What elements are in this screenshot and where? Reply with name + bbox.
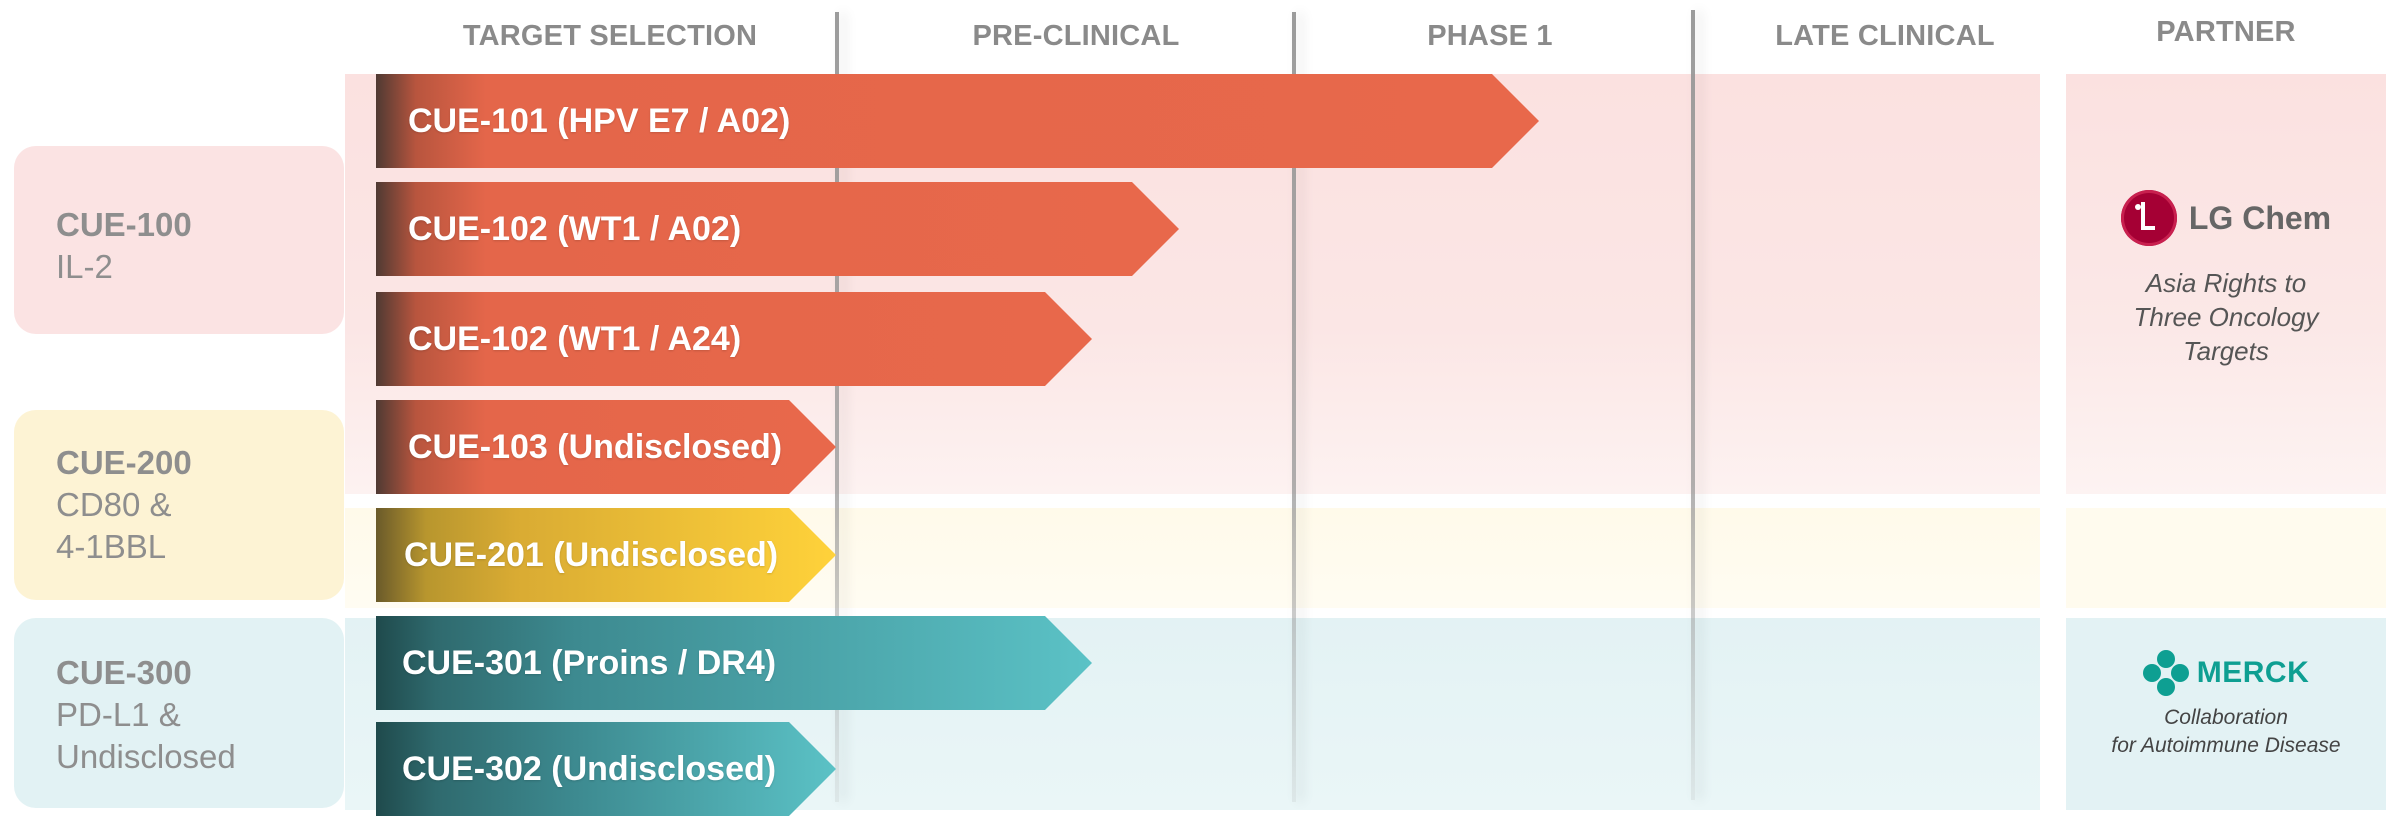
platform-name: CUE-200 bbox=[56, 444, 192, 481]
partner-band-blank bbox=[2066, 508, 2386, 608]
platform-description: Undisclosed bbox=[56, 738, 236, 775]
program-arrow-cue-101: CUE-101 (HPV E7 / A02) bbox=[376, 74, 1539, 168]
column-header-late-clinical: LATE CLINICAL bbox=[1775, 20, 1995, 52]
platform-tab-cue-100 bbox=[14, 146, 344, 334]
column-header-partner: PARTNER bbox=[2156, 16, 2296, 48]
program-arrow-cue-102-a02: CUE-102 (WT1 / A02) bbox=[376, 182, 1179, 276]
column-divider bbox=[835, 12, 839, 802]
program-label: CUE-102 (WT1 / A24) bbox=[408, 319, 742, 358]
program-label: CUE-301 (Proins / DR4) bbox=[402, 643, 777, 682]
program-arrow-cue-201: CUE-201 (Undisclosed) bbox=[376, 508, 836, 602]
program-label: CUE-201 (Undisclosed) bbox=[404, 535, 779, 574]
platform-tab-cue-200 bbox=[14, 410, 344, 600]
platform-description: CD80 & bbox=[56, 486, 172, 523]
partner-logo-row: MERCK bbox=[2066, 650, 2386, 696]
program-label: CUE-102 (WT1 / A02) bbox=[408, 209, 742, 248]
lg-logo-icon bbox=[2120, 190, 2177, 246]
partner-band-lg bbox=[2066, 74, 2386, 494]
program-arrow-cue-301: CUE-301 (Proins / DR4) bbox=[376, 616, 1092, 710]
platform-name: CUE-100 bbox=[56, 206, 192, 243]
program-label: CUE-302 (Undisclosed) bbox=[402, 749, 777, 788]
platform-description: IL-2 bbox=[56, 248, 113, 285]
column-header-target-selection: TARGET SELECTION bbox=[462, 20, 758, 52]
platform-description: PD-L1 & bbox=[56, 696, 181, 733]
column-divider bbox=[1691, 10, 1695, 800]
platform-label-cue-200: CUE-200 CD80 & 4-1BBL bbox=[56, 442, 192, 568]
partner-band-merck bbox=[2066, 618, 2386, 810]
partner-note: Targets bbox=[2183, 336, 2269, 366]
column-header-phase-1: PHASE 1 bbox=[1427, 20, 1553, 52]
merck-logo-icon bbox=[2142, 650, 2189, 696]
platform-label-cue-300: CUE-300 PD-L1 & Undisclosed bbox=[56, 652, 236, 778]
column-divider bbox=[1292, 12, 1296, 802]
program-arrow-cue-102-a24: CUE-102 (WT1 / A24) bbox=[376, 292, 1092, 386]
column-header-pre-clinical: PRE-CLINICAL bbox=[972, 20, 1180, 52]
partner-note: Asia Rights to bbox=[2145, 268, 2307, 298]
partner-note: Collaboration bbox=[2164, 706, 2288, 729]
program-arrow-cue-302: CUE-302 (Undisclosed) bbox=[376, 722, 836, 816]
partner-name: LG Chem bbox=[2188, 199, 2332, 236]
partner-logo-row: LG Chem bbox=[2066, 190, 2386, 246]
partner-lg-chem: LG Chem Asia Rights to Three Oncology Ta… bbox=[2066, 190, 2386, 368]
partner-name: MERCK bbox=[2196, 656, 2310, 689]
program-label: CUE-103 (Undisclosed) bbox=[408, 427, 783, 466]
platform-tab-cue-300 bbox=[14, 618, 344, 808]
partner-note: for Autoimmune Disease bbox=[2111, 734, 2341, 757]
partner-merck: MERCK Collaboration for Autoimmune Disea… bbox=[2066, 650, 2386, 760]
platform-name: CUE-300 bbox=[56, 654, 192, 691]
program-arrow-cue-103: CUE-103 (Undisclosed) bbox=[376, 400, 836, 494]
platform-description: 4-1BBL bbox=[56, 528, 167, 565]
partner-note: Three Oncology bbox=[2133, 302, 2319, 332]
platform-label-cue-100: CUE-100 IL-2 bbox=[56, 204, 192, 288]
program-label: CUE-101 (HPV E7 / A02) bbox=[408, 101, 791, 140]
